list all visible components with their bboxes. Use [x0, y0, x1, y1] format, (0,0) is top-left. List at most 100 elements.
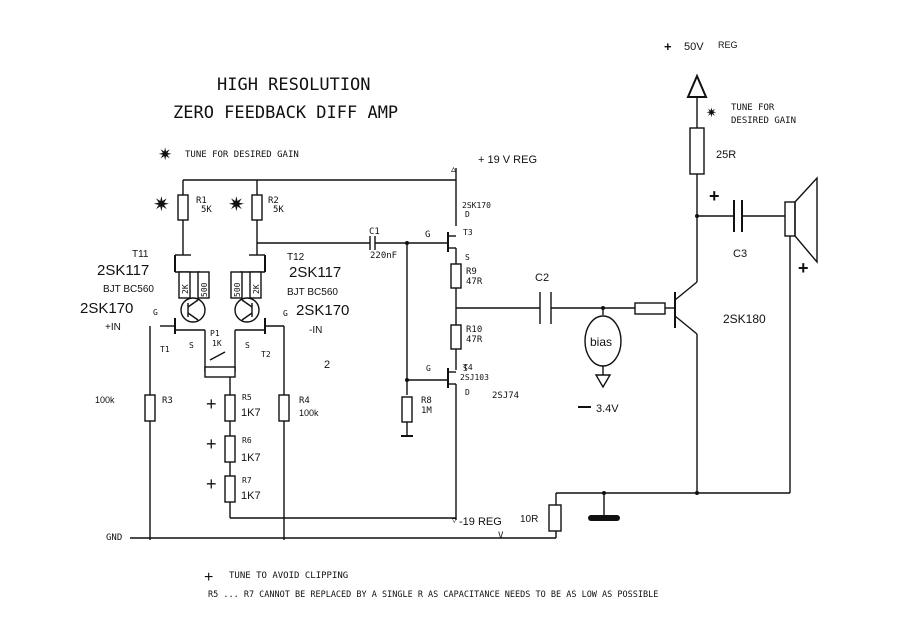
r1-resistor	[177, 194, 189, 221]
c3-plus: +	[709, 186, 720, 206]
pot-500-right-label: 500	[233, 282, 242, 297]
speaker-cone-icon	[794, 176, 818, 264]
r-10-label: 10R	[520, 514, 538, 525]
r6-resistor	[224, 435, 236, 463]
plus-icon: +	[206, 434, 217, 454]
plus-icon: +	[206, 474, 217, 494]
t4-label: T4	[463, 363, 473, 372]
bjt-right-e	[241, 312, 253, 321]
pot-500-right	[230, 271, 243, 299]
r1-label: R1	[196, 196, 207, 206]
t4-part: 2SJ103	[460, 373, 489, 382]
bjt-left-e	[187, 312, 199, 321]
r6-value: 1K7	[241, 452, 261, 464]
t3-part: 2SK170	[462, 201, 491, 210]
r7-resistor	[224, 475, 236, 503]
star-note-right-1: TUNE FOR	[731, 103, 775, 113]
junction-dot	[405, 378, 409, 382]
star-note: TUNE FOR DESIRED GAIN	[185, 150, 299, 160]
bias-voltage: 3.4V	[596, 403, 619, 415]
r2-label: R2	[268, 196, 279, 206]
rail-arrow-icon: ▵	[451, 164, 456, 175]
bjt-left-symbol	[180, 297, 206, 323]
t1-label: T1	[160, 345, 170, 354]
r-25-label: 25R	[716, 149, 736, 161]
pot-2k-left-label: 2K	[181, 284, 190, 294]
supply-top-right: 50V	[684, 41, 704, 53]
t4-drain: D	[465, 388, 470, 397]
r4-value: 100k	[299, 408, 319, 418]
t11-part: 2SK117	[97, 262, 149, 279]
t12-label: T12	[287, 252, 305, 263]
t2-label: T2	[261, 350, 271, 359]
r1-value: 5K	[201, 205, 212, 215]
c2-label: C2	[535, 272, 549, 284]
title-line-1: HIGH RESOLUTION	[217, 75, 371, 95]
output-transistor-part: 2SK180	[723, 312, 766, 326]
star-note-right-2: DESIRED GAIN	[731, 116, 796, 126]
star-icon: ✷	[706, 105, 717, 120]
bjt-right-c	[241, 299, 253, 308]
note-clipping: TUNE TO AVOID CLIPPING	[229, 571, 348, 581]
c1-value: 220nF	[370, 251, 397, 261]
r-10-resistor	[548, 504, 562, 532]
p1-pot	[204, 366, 236, 378]
gate-resistor	[634, 302, 666, 315]
p1-wiper-icon	[209, 351, 226, 361]
out-collector	[674, 281, 698, 301]
r9-label: R9	[466, 267, 477, 277]
star-icon: ✷	[158, 145, 172, 164]
t11-bjt: BJT BC560	[103, 284, 154, 295]
bjt-right-symbol	[234, 297, 260, 323]
star-icon: ✷	[228, 194, 245, 216]
t1-source-label: S	[189, 341, 194, 350]
pot-2k-left	[178, 271, 191, 299]
p1-value: 1K	[212, 339, 222, 348]
t3-source: S	[465, 253, 470, 262]
speaker-icon	[784, 201, 796, 237]
t2-source-label: S	[245, 341, 250, 350]
t12-part-alt: 2SK170	[296, 302, 349, 319]
t4-gate-label: G	[426, 364, 431, 373]
r8-label: R8	[421, 396, 432, 406]
r7-value: 1K7	[241, 490, 261, 502]
number-2: 2	[324, 359, 330, 371]
speaker-plus: +	[798, 258, 809, 278]
out-emitter	[674, 315, 698, 335]
r3-value: 100k	[95, 395, 115, 405]
gnd-label: GND	[106, 533, 122, 543]
r3-label: R3	[162, 396, 173, 406]
r2-resistor	[251, 194, 263, 221]
r8-value: 1M	[421, 406, 432, 416]
v-label: V	[498, 531, 504, 541]
rail-arrow-icon: ▿	[452, 515, 457, 525]
r3-resistor	[144, 394, 156, 422]
t11-part-alt: 2SK170	[80, 300, 133, 317]
input-negative: -IN	[309, 325, 322, 336]
t12-part: 2SK117	[289, 264, 341, 281]
r6-label: R6	[242, 436, 252, 445]
c3-label: C3	[733, 248, 747, 260]
note-capacitance: R5 ... R7 CANNOT BE REPLACED BY A SINGLE…	[208, 590, 658, 600]
r2-value: 5K	[273, 205, 284, 215]
pot-500-left	[197, 271, 210, 299]
r9-value: 47R	[466, 277, 483, 287]
p1-label: P1	[210, 329, 220, 338]
r4-label: R4	[299, 396, 310, 406]
supply-arrow-icon	[686, 73, 708, 98]
ground-icon	[588, 515, 620, 521]
t1-gate-label: G	[153, 308, 158, 317]
t3-label: T3	[463, 228, 473, 237]
r10-value: 47R	[466, 335, 483, 345]
title-line-2: ZERO FEEDBACK DIFF AMP	[173, 103, 398, 123]
r10-resistor	[450, 324, 462, 350]
r4-resistor	[278, 394, 290, 422]
pot-500-left-label: 500	[200, 282, 209, 297]
bjt-left-c	[187, 299, 199, 308]
ground-arrow-icon	[594, 374, 612, 389]
t12-bjt: BJT BC560	[287, 287, 338, 298]
input-positive: +IN	[105, 322, 121, 333]
r5-label: R5	[242, 393, 252, 402]
